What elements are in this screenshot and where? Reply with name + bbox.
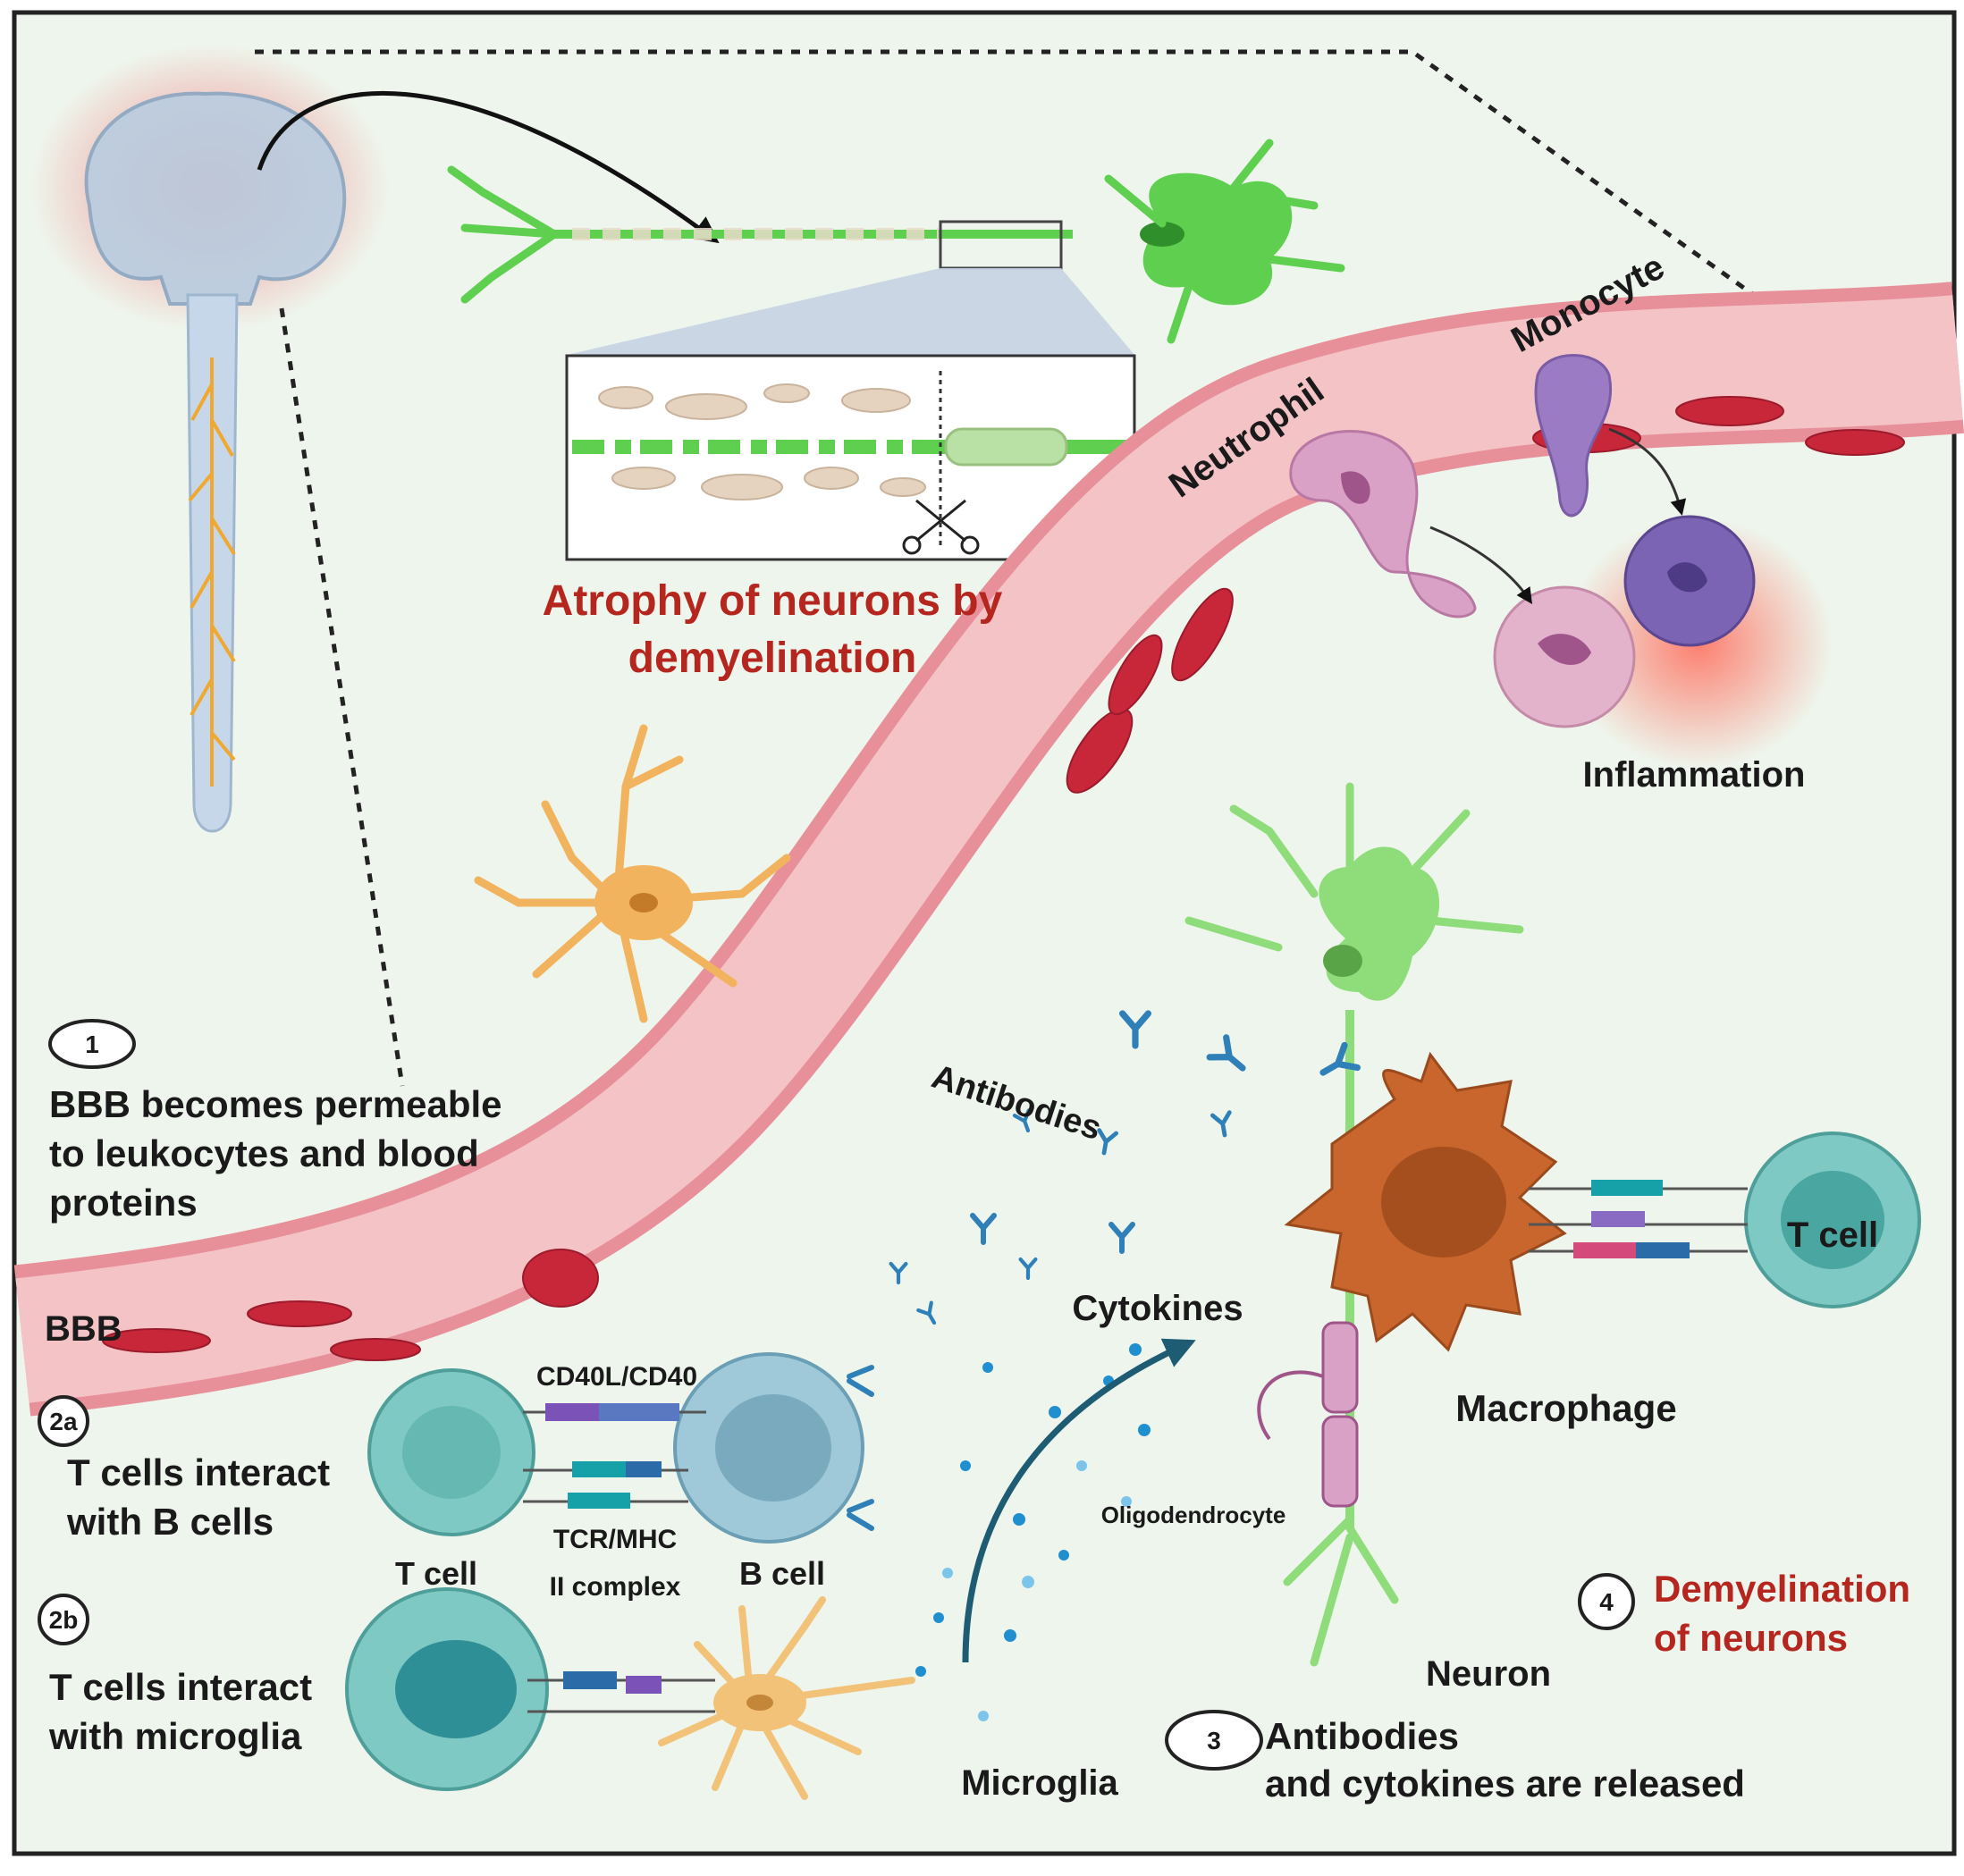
neuron xyxy=(1184,782,1524,1667)
step2a-number: 2a xyxy=(49,1408,78,1435)
astrocyte xyxy=(474,724,791,1023)
zoom-wedge xyxy=(563,268,1135,356)
brain-to-neuron-arrow xyxy=(257,90,720,244)
step1-number: 1 xyxy=(85,1031,99,1058)
neuron-label: Neuron xyxy=(1426,1654,1551,1694)
bbb-label: BBB xyxy=(45,1309,122,1349)
step2a-line2: with B cells xyxy=(66,1501,274,1543)
cytokine-release-arrow xyxy=(962,1338,1196,1663)
step1-line3: proteins xyxy=(49,1182,198,1224)
cytokines-dots xyxy=(915,1343,1151,1721)
inflammation-label: Inflammation xyxy=(1583,755,1806,795)
t-microglia-interaction xyxy=(345,1587,915,1800)
leukocytes xyxy=(1289,354,1833,769)
macrophage xyxy=(1284,1051,1567,1352)
step1-line1: BBB becomes permeable xyxy=(49,1083,502,1125)
t-cell-right-label: T cell xyxy=(1787,1216,1878,1255)
step2a-line1: T cells interact xyxy=(67,1451,330,1493)
step3-number: 3 xyxy=(1207,1727,1221,1754)
atrophy-title-line1: Atrophy of neurons by xyxy=(543,577,1003,625)
microglia-label: Microglia xyxy=(961,1763,1118,1803)
zoom-lines xyxy=(255,49,1843,1087)
tcr-label-line1: TCR/MHC xyxy=(553,1525,677,1554)
t-b-interaction xyxy=(367,1352,874,1544)
atrophy-title-line2: demyelination xyxy=(628,635,917,682)
macrophage-label: Macrophage xyxy=(1455,1387,1676,1429)
step2b-line1: T cells interact xyxy=(49,1666,312,1708)
step4-line2: of neurons xyxy=(1654,1617,1848,1659)
step1-line2: to leukocytes and blood xyxy=(49,1132,479,1174)
step3-line1: Antibodies xyxy=(1265,1715,1459,1757)
step2b-number: 2b xyxy=(49,1606,79,1634)
tcr-label-line2: II complex xyxy=(550,1572,681,1602)
step4-number: 4 xyxy=(1599,1588,1614,1616)
cd40-label: CD40L/CD40 xyxy=(536,1362,697,1392)
t-cell-left-label: T cell xyxy=(395,1555,477,1592)
cytokines-label: Cytokines xyxy=(1072,1289,1243,1328)
scissors-icon xyxy=(902,499,980,555)
b-cell-label: B cell xyxy=(739,1555,825,1592)
oligodendrocyte-label: Oligodendrocyte xyxy=(1101,1502,1286,1528)
top-neuron xyxy=(447,139,1345,344)
step3-line2: and cytokines are released xyxy=(1265,1762,1745,1804)
step-badges xyxy=(38,1019,1635,1771)
step4-line1: Demyelination xyxy=(1654,1568,1910,1610)
t-cell-right xyxy=(1529,1131,1921,1308)
step2b-line2: with microglia xyxy=(48,1715,302,1757)
